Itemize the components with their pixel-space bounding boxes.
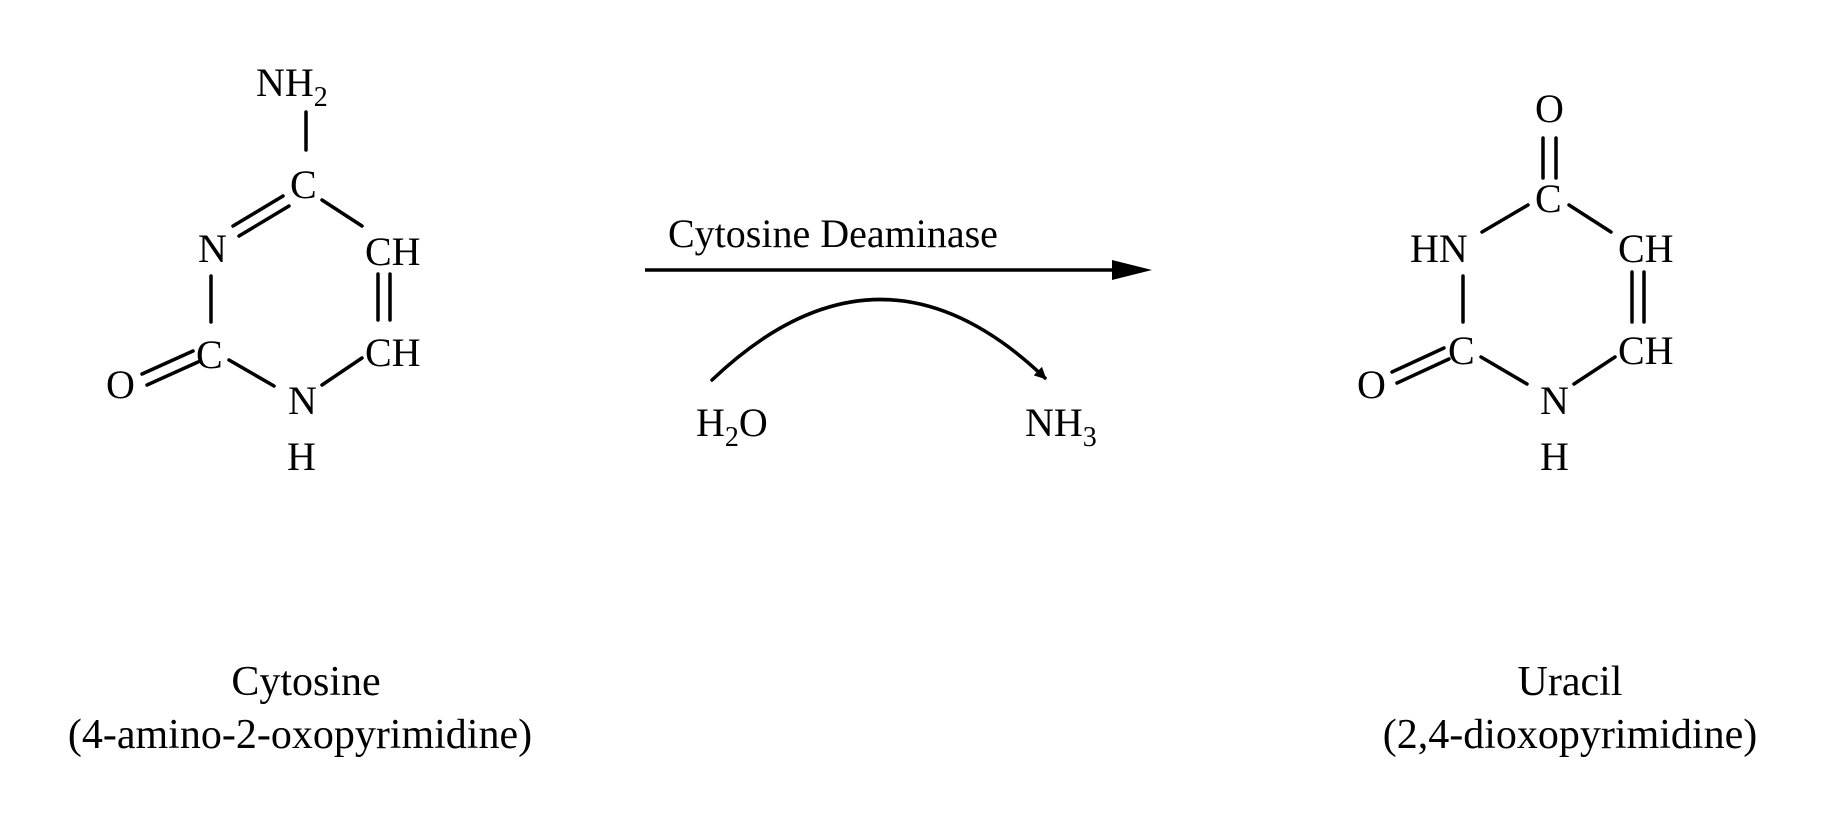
reaction-curved-arrow [710, 297, 1047, 382]
uracil-bond-c4-c5 [1567, 203, 1613, 234]
uracil-bond-c2-n1 [1479, 355, 1529, 386]
uracil-systematic-name: (2,4-dioxopyrimidine) [1383, 712, 1757, 758]
cytosine-bond-c2-o-double-b [145, 360, 200, 387]
cytosine-atom-n3: N [198, 226, 227, 271]
ammonia-label: NH3 [1025, 400, 1097, 453]
uracil-atom-c2: C [1448, 328, 1475, 373]
cytosine-structure: NH2 C N CH CH C O N H Cytosine (4-amino-… [68, 60, 532, 758]
cytosine-systematic-name: (4-amino-2-oxopyrimidine) [68, 712, 532, 758]
cytosine-name: Cytosine [231, 659, 380, 705]
cytosine-atom-h1: H [287, 434, 316, 479]
cytosine-atom-c4: C [290, 162, 317, 207]
uracil-bond-n1-c6 [1572, 355, 1617, 386]
cytosine-amino-group: NH2 [256, 60, 328, 113]
uracil-atom-o2: O [1357, 362, 1386, 407]
uracil-atom-n3: HN [1410, 226, 1468, 271]
cytosine-atom-n1: N [288, 378, 317, 423]
cytosine-bond-c2-n1 [227, 358, 276, 388]
uracil-name: Uracil [1518, 659, 1623, 705]
uracil-atom-c5: CH [1618, 226, 1674, 271]
reaction-arrow-group: Cytosine Deaminase H2O NH3 [645, 211, 1152, 453]
cytosine-bond-c2-o-double-a [140, 349, 195, 376]
cytosine-atom-o2: O [106, 362, 135, 407]
cytosine-atom-c6: CH [365, 330, 421, 375]
water-label: H2O [696, 400, 768, 453]
cytosine-bond-c4-c5 [320, 198, 364, 228]
uracil-atom-o4: O [1535, 86, 1564, 131]
reaction-arrow-head [1112, 260, 1152, 280]
cytosine-atom-c5: CH [365, 229, 421, 274]
cytosine-atom-c2: C [196, 332, 223, 377]
uracil-bond-c2-o-double-a [1390, 346, 1446, 374]
cytosine-bond-n1-c6 [320, 356, 364, 387]
uracil-atom-n1: N [1540, 378, 1569, 423]
uracil-bond-c2-o-double-b [1395, 357, 1451, 385]
enzyme-label: Cytosine Deaminase [668, 211, 998, 256]
uracil-atom-c6: CH [1618, 328, 1674, 373]
uracil-atom-c4: C [1535, 176, 1562, 221]
cytosine-bond-n3-c4-double-a [231, 194, 285, 228]
uracil-structure: O C HN CH CH C O N H Uracil (2,4-dioxopy… [1357, 86, 1757, 758]
cytosine-bond-n3-c4-double-b [237, 204, 291, 238]
uracil-atom-h1: H [1540, 434, 1569, 479]
uracil-bond-n3-c4 [1480, 203, 1530, 234]
